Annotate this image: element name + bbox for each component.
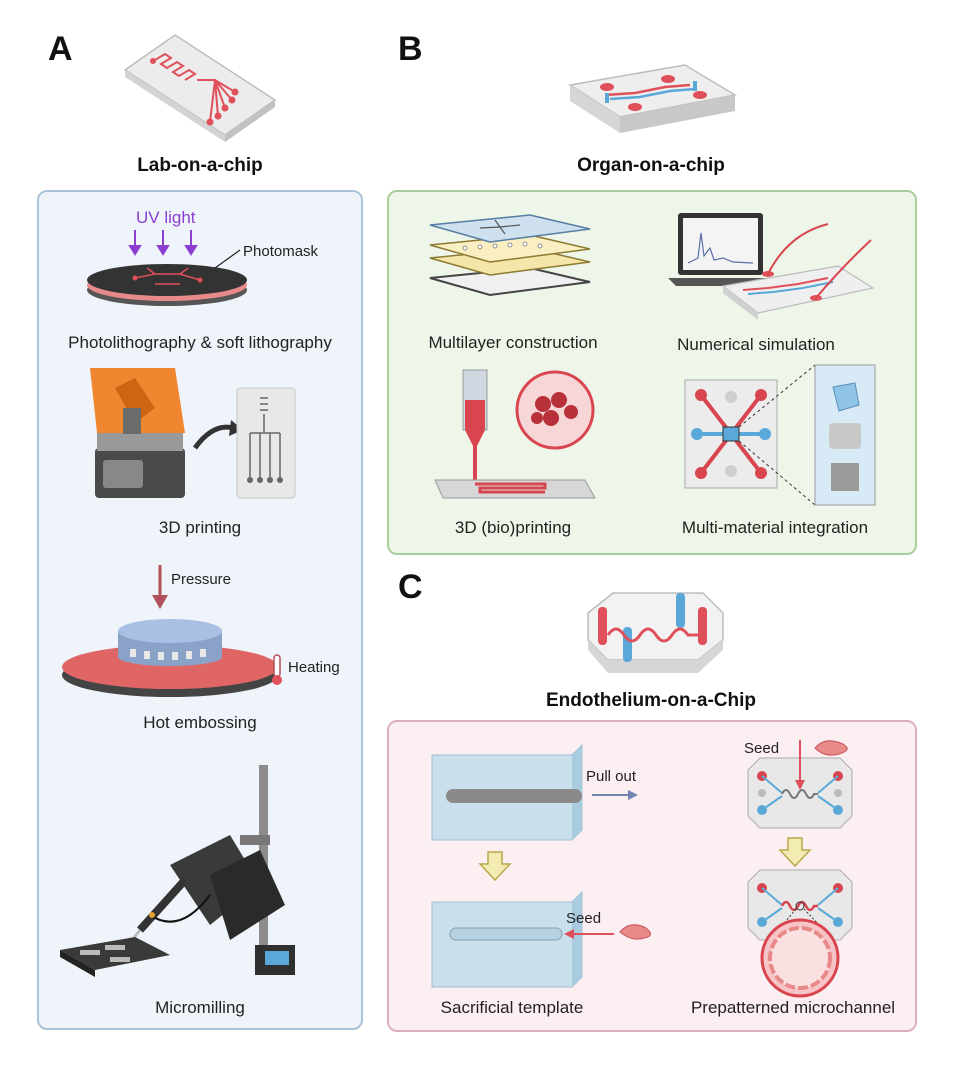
seed-label-left: Seed bbox=[566, 910, 602, 927]
panel-c-letter: C bbox=[398, 568, 423, 606]
panel-a-letter: A bbox=[48, 30, 73, 68]
item-numerical-simulation: Numerical simulation bbox=[677, 335, 835, 354]
bioprinting-icon bbox=[434, 369, 596, 499]
down-arrow-icon bbox=[478, 851, 512, 882]
3d-printer-icon bbox=[90, 368, 296, 499]
micromilling-icon bbox=[60, 765, 295, 977]
pull-out-label: Pull out bbox=[586, 768, 637, 785]
lab-on-chip-icon bbox=[123, 34, 277, 142]
item-hot-embossing: Hot embossing bbox=[143, 713, 257, 732]
panel-c-title: Endothelium-on-a-Chip bbox=[545, 690, 757, 711]
item-photolithography: Photolithography & soft lithography bbox=[68, 333, 332, 352]
item-3d-printing: 3D printing bbox=[158, 518, 242, 537]
hot-embossing-icon bbox=[62, 565, 282, 697]
item-multilayer: Multilayer construction bbox=[428, 333, 598, 352]
photomask-label: Photomask bbox=[243, 243, 319, 260]
numerical-simulation-icon bbox=[668, 213, 875, 320]
pressure-label: Pressure bbox=[171, 571, 232, 588]
template-block-top-icon bbox=[431, 743, 638, 841]
panel-b-letter: B bbox=[398, 30, 423, 68]
template-block-bottom-icon bbox=[431, 890, 651, 988]
item-bioprinting: 3D (bio)printing bbox=[454, 518, 572, 537]
multi-material-icon bbox=[684, 364, 876, 506]
item-micromilling: Micromilling bbox=[155, 998, 245, 1017]
item-prepatterned-microchannel: Prepatterned microchannel bbox=[690, 998, 896, 1017]
item-sacrificial-template: Sacrificial template bbox=[440, 998, 584, 1017]
uv-light-label: UV light bbox=[136, 208, 196, 227]
panel-b-title: Organ-on-a-chip bbox=[577, 155, 725, 176]
prepatterned-chip-top-icon bbox=[747, 740, 853, 829]
organ-on-chip-icon bbox=[567, 64, 738, 133]
multilayer-icon bbox=[429, 214, 591, 297]
seed-label-right: Seed bbox=[744, 740, 780, 757]
prepatterned-chip-bottom-icon bbox=[747, 869, 853, 998]
down-arrow-right-icon bbox=[778, 837, 812, 868]
photolithography-icon bbox=[87, 230, 247, 306]
panel-a-title: Lab-on-a-chip bbox=[137, 155, 263, 176]
item-multi-material: Multi-material integration bbox=[681, 518, 869, 537]
heating-label: Heating bbox=[288, 659, 340, 676]
endothelium-on-chip-icon bbox=[587, 592, 724, 673]
